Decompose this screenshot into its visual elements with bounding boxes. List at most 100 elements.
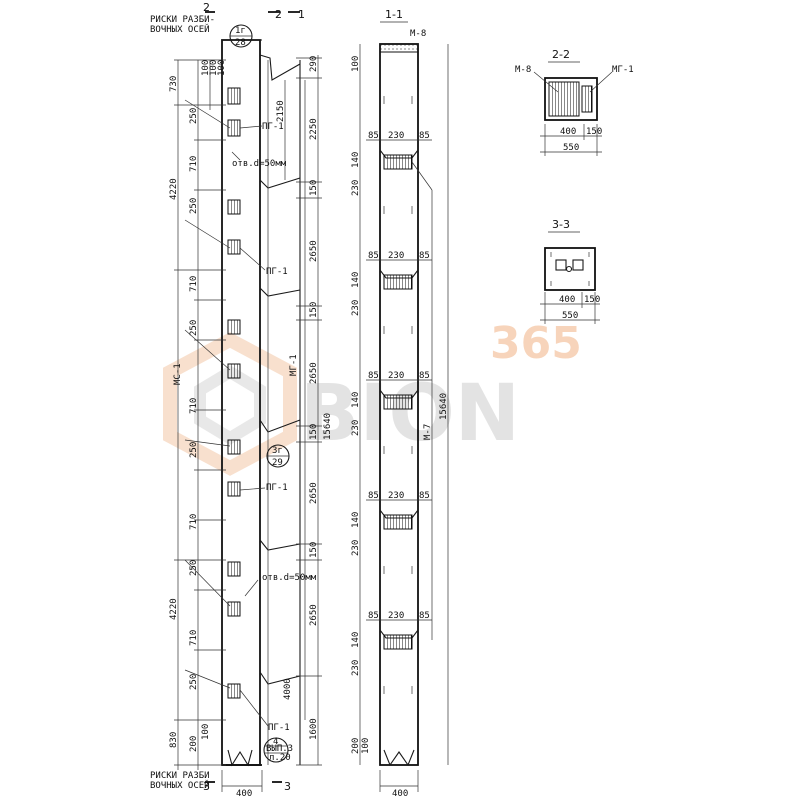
w-dim-2-c: 85 <box>419 371 430 381</box>
dim-right-2: 150 <box>309 180 319 196</box>
svg-text:28: 28 <box>235 38 246 48</box>
w-dim-4-b: 230 <box>388 611 404 621</box>
section-3-3-dim-400: 400 <box>559 295 575 305</box>
w-dim-1-a: 85 <box>368 251 379 261</box>
dim-inner-8: 250 <box>189 560 199 576</box>
dim-inner-6: 250 <box>189 442 199 458</box>
s11-left-10: 230 <box>351 660 361 676</box>
section-2-2-dim-550: 550 <box>563 143 579 153</box>
section-3-3-dim-150: 150 <box>584 295 600 305</box>
dim-right-9: 2650 <box>309 604 319 626</box>
w-dim-3-b: 230 <box>388 491 404 501</box>
s11-left-7: 140 <box>351 512 361 528</box>
section-1-1-total: 15640 <box>439 393 449 420</box>
dim-right-3: 2650 <box>309 240 319 262</box>
section-2-2-plate-mg1 <box>581 85 593 113</box>
dim-top-small-2: 100 <box>217 60 227 76</box>
dim-inner-0: 250 <box>189 108 199 124</box>
dim-730: 730 <box>169 76 179 92</box>
section-3-3-dim-550: 550 <box>562 311 578 321</box>
dim-4220-top: 4220 <box>169 178 179 200</box>
label-hole-bot: отв.d=50мм <box>262 573 317 583</box>
s11-left-5: 140 <box>351 392 361 408</box>
dim-right-7: 2650 <box>309 482 319 504</box>
w-dim-0-c: 85 <box>419 131 430 141</box>
dim-right-8: 150 <box>309 542 319 558</box>
svg-text:л.20: л.20 <box>269 753 291 763</box>
s11-left-8: 230 <box>351 540 361 556</box>
dim-inner-3: 710 <box>189 276 199 292</box>
right-ticks <box>296 57 322 766</box>
dim-right-1: 2250 <box>309 118 319 140</box>
callout-mid: 3г 29 <box>266 444 290 468</box>
dim-right-4: 150 <box>309 302 319 318</box>
bottom-note-line1: РИСКИ РАЗБИ <box>150 771 210 781</box>
label-pg-4: ПГ-1 <box>268 723 290 733</box>
section-2-2: 2-2 М-8 МГ-1 400 150 550 <box>515 48 634 156</box>
w-dim-2-a: 85 <box>368 371 379 381</box>
section-2-2-body <box>544 77 598 121</box>
w-dim-1-b: 230 <box>388 251 404 261</box>
watermark: 365 BION <box>163 318 582 476</box>
dim-right-5: 2650 <box>309 362 319 384</box>
label-pg-2: ПГ-1 <box>266 267 288 277</box>
dim-inner-10: 250 <box>189 674 199 690</box>
w-dim-1-c: 85 <box>419 251 430 261</box>
dim-inner-5: 710 <box>189 398 199 414</box>
section-1-1-top-label: М-8 <box>410 29 426 39</box>
dim-inner-1: 710 <box>189 156 199 172</box>
dim-inner-2: 250 <box>189 198 199 214</box>
plate-4 <box>383 514 413 530</box>
section-2-2-label-m8: М-8 <box>515 65 531 75</box>
svg-text:ВЫП.3: ВЫП.3 <box>266 744 293 754</box>
s11-left-9: 140 <box>351 632 361 648</box>
left-ticks <box>174 59 226 766</box>
dim-right-inner-4000: 4000 <box>283 678 293 700</box>
section-mark-3a: 3 <box>203 780 210 793</box>
dim-right-inner-2150: 2150 <box>276 100 286 122</box>
section-1-1: 1-1 М-8 <box>351 8 449 799</box>
plate-1 <box>383 154 413 170</box>
dim-4220-bot: 4220 <box>169 598 179 620</box>
s11-left-11: 200 <box>351 738 361 754</box>
svg-text:1г: 1г <box>235 26 246 36</box>
top-note-line1: РИСКИ РАЗБИ- <box>150 15 215 25</box>
dim-right-total: 15640 <box>323 413 333 440</box>
label-hole-top: отв.d=50мм <box>232 159 287 169</box>
svg-text:3г: 3г <box>272 446 283 456</box>
dim-top-small-0: 100 <box>201 60 211 76</box>
s11-left-2: 230 <box>351 180 361 196</box>
section-2-2-plate-m8 <box>548 81 580 117</box>
w-dim-0-b: 230 <box>388 131 404 141</box>
section-2-2-title: 2-2 <box>552 48 570 61</box>
section-3-3-body <box>544 247 596 291</box>
section-1-1-title: 1-1 <box>385 8 403 21</box>
w-dim-4-a: 85 <box>368 611 379 621</box>
w-dim-3-c: 85 <box>419 491 430 501</box>
dim-inner-9: 710 <box>189 630 199 646</box>
section-1-1-m7: М-7 <box>423 424 433 440</box>
label-pg-3: ПГ-1 <box>266 483 288 493</box>
plate-3 <box>383 394 413 410</box>
watermark-word: BION <box>300 369 520 459</box>
w-dim-2-b: 230 <box>388 371 404 381</box>
s11-left-0: 100 <box>351 56 361 72</box>
w-dim-0-a: 85 <box>368 131 379 141</box>
s11-left-3: 140 <box>351 272 361 288</box>
watermark-number: 365 <box>490 318 582 369</box>
section-mark-1: 1 <box>298 8 305 21</box>
label-pg-1: ПГ-1 <box>262 122 284 132</box>
s11-left-6: 230 <box>351 420 361 436</box>
section-2-2-dim-150: 150 <box>586 127 602 137</box>
s11-left-1: 140 <box>351 152 361 168</box>
section-1-1-details <box>383 96 413 694</box>
callout-top: 1г 28 <box>229 24 253 48</box>
section-mark-2a: 2 <box>203 1 210 14</box>
plate-5 <box>383 634 413 650</box>
plate-2 <box>383 274 413 290</box>
dim-bottom-width: 400 <box>236 789 252 799</box>
section-marks <box>205 11 300 783</box>
svg-text:4: 4 <box>273 737 278 747</box>
top-note-line2: ВОЧНЫХ ОСЕЙ <box>150 23 210 35</box>
